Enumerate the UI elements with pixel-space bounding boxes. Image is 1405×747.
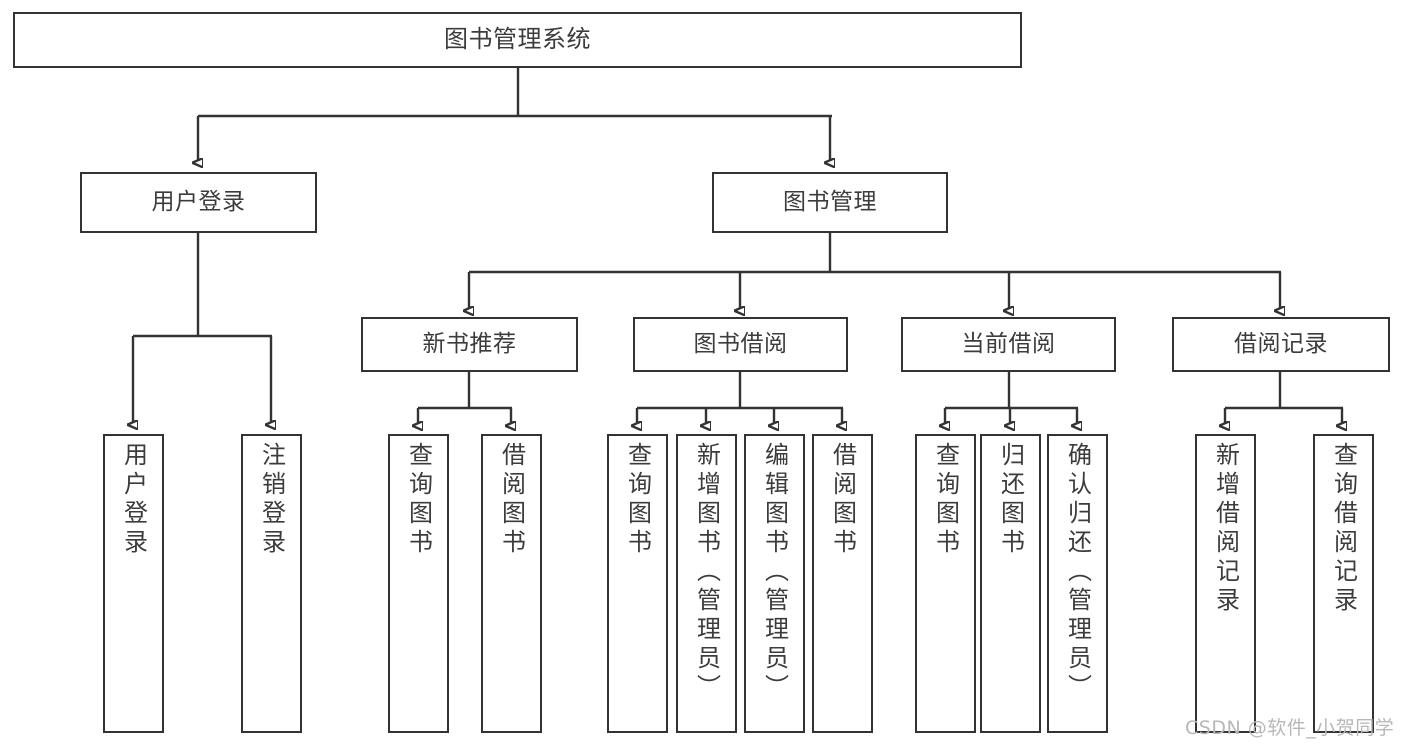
node-user-login[interactable]: 用户登录 xyxy=(80,172,317,233)
node-label: 用户登录 xyxy=(151,189,246,216)
node-label: 注销登录 xyxy=(257,442,286,558)
leaf-query-book-1[interactable]: 查询图书 xyxy=(388,434,449,733)
node-book-borrow[interactable]: 图书借阅 xyxy=(633,317,848,372)
leaf-query-book-3[interactable]: 查询图书 xyxy=(915,434,976,733)
leaf-add-book[interactable]: 新增图书（管理员） xyxy=(676,434,737,733)
node-label: 查询图书 xyxy=(931,442,960,558)
node-new-book-recommend[interactable]: 新书推荐 xyxy=(361,317,578,372)
leaf-return-book[interactable]: 归还图书 xyxy=(980,434,1041,733)
node-label: 借阅记录 xyxy=(1234,331,1328,358)
leaf-borrow-book-1[interactable]: 借阅图书 xyxy=(481,434,542,733)
node-label: 新增图书（管理员） xyxy=(692,442,721,703)
node-label: 图书管理 xyxy=(783,189,877,216)
node-current-borrow[interactable]: 当前借阅 xyxy=(901,317,1116,372)
node-label: 图书借阅 xyxy=(693,331,788,358)
node-label: 查询图书 xyxy=(623,442,652,558)
node-label: 用户登录 xyxy=(119,442,148,558)
leaf-query-book-2[interactable]: 查询图书 xyxy=(607,434,668,733)
node-book-management[interactable]: 图书管理 xyxy=(712,172,948,233)
node-label: 借阅图书 xyxy=(497,442,526,558)
node-label: 借阅图书 xyxy=(828,442,857,558)
node-root-book-management-system[interactable]: 图书管理系统 xyxy=(13,12,1022,68)
node-label: 新书推荐 xyxy=(422,331,517,358)
leaf-borrow-book-2[interactable]: 借阅图书 xyxy=(812,434,873,733)
node-label: 归还图书 xyxy=(996,442,1025,558)
node-label: 确认归还（管理员） xyxy=(1063,442,1092,703)
leaf-edit-book[interactable]: 编辑图书（管理员） xyxy=(744,434,805,733)
node-borrow-record[interactable]: 借阅记录 xyxy=(1172,317,1390,372)
node-label: 查询借阅记录 xyxy=(1329,442,1358,616)
leaf-confirm-return[interactable]: 确认归还（管理员） xyxy=(1047,434,1108,733)
node-label: 新增借阅记录 xyxy=(1211,442,1240,616)
csdn-watermark: CSDN @软件_小贺同学 xyxy=(1185,717,1395,739)
leaf-logout-login[interactable]: 注销登录 xyxy=(241,434,302,733)
node-label: 当前借阅 xyxy=(961,331,1056,358)
leaf-query-record[interactable]: 查询借阅记录 xyxy=(1313,434,1374,733)
node-label: 查询图书 xyxy=(404,442,433,558)
leaf-user-login[interactable]: 用户登录 xyxy=(103,434,164,733)
node-label: 图书管理系统 xyxy=(444,25,591,54)
leaf-add-record[interactable]: 新增借阅记录 xyxy=(1195,434,1256,733)
node-label: 编辑图书（管理员） xyxy=(760,442,789,703)
